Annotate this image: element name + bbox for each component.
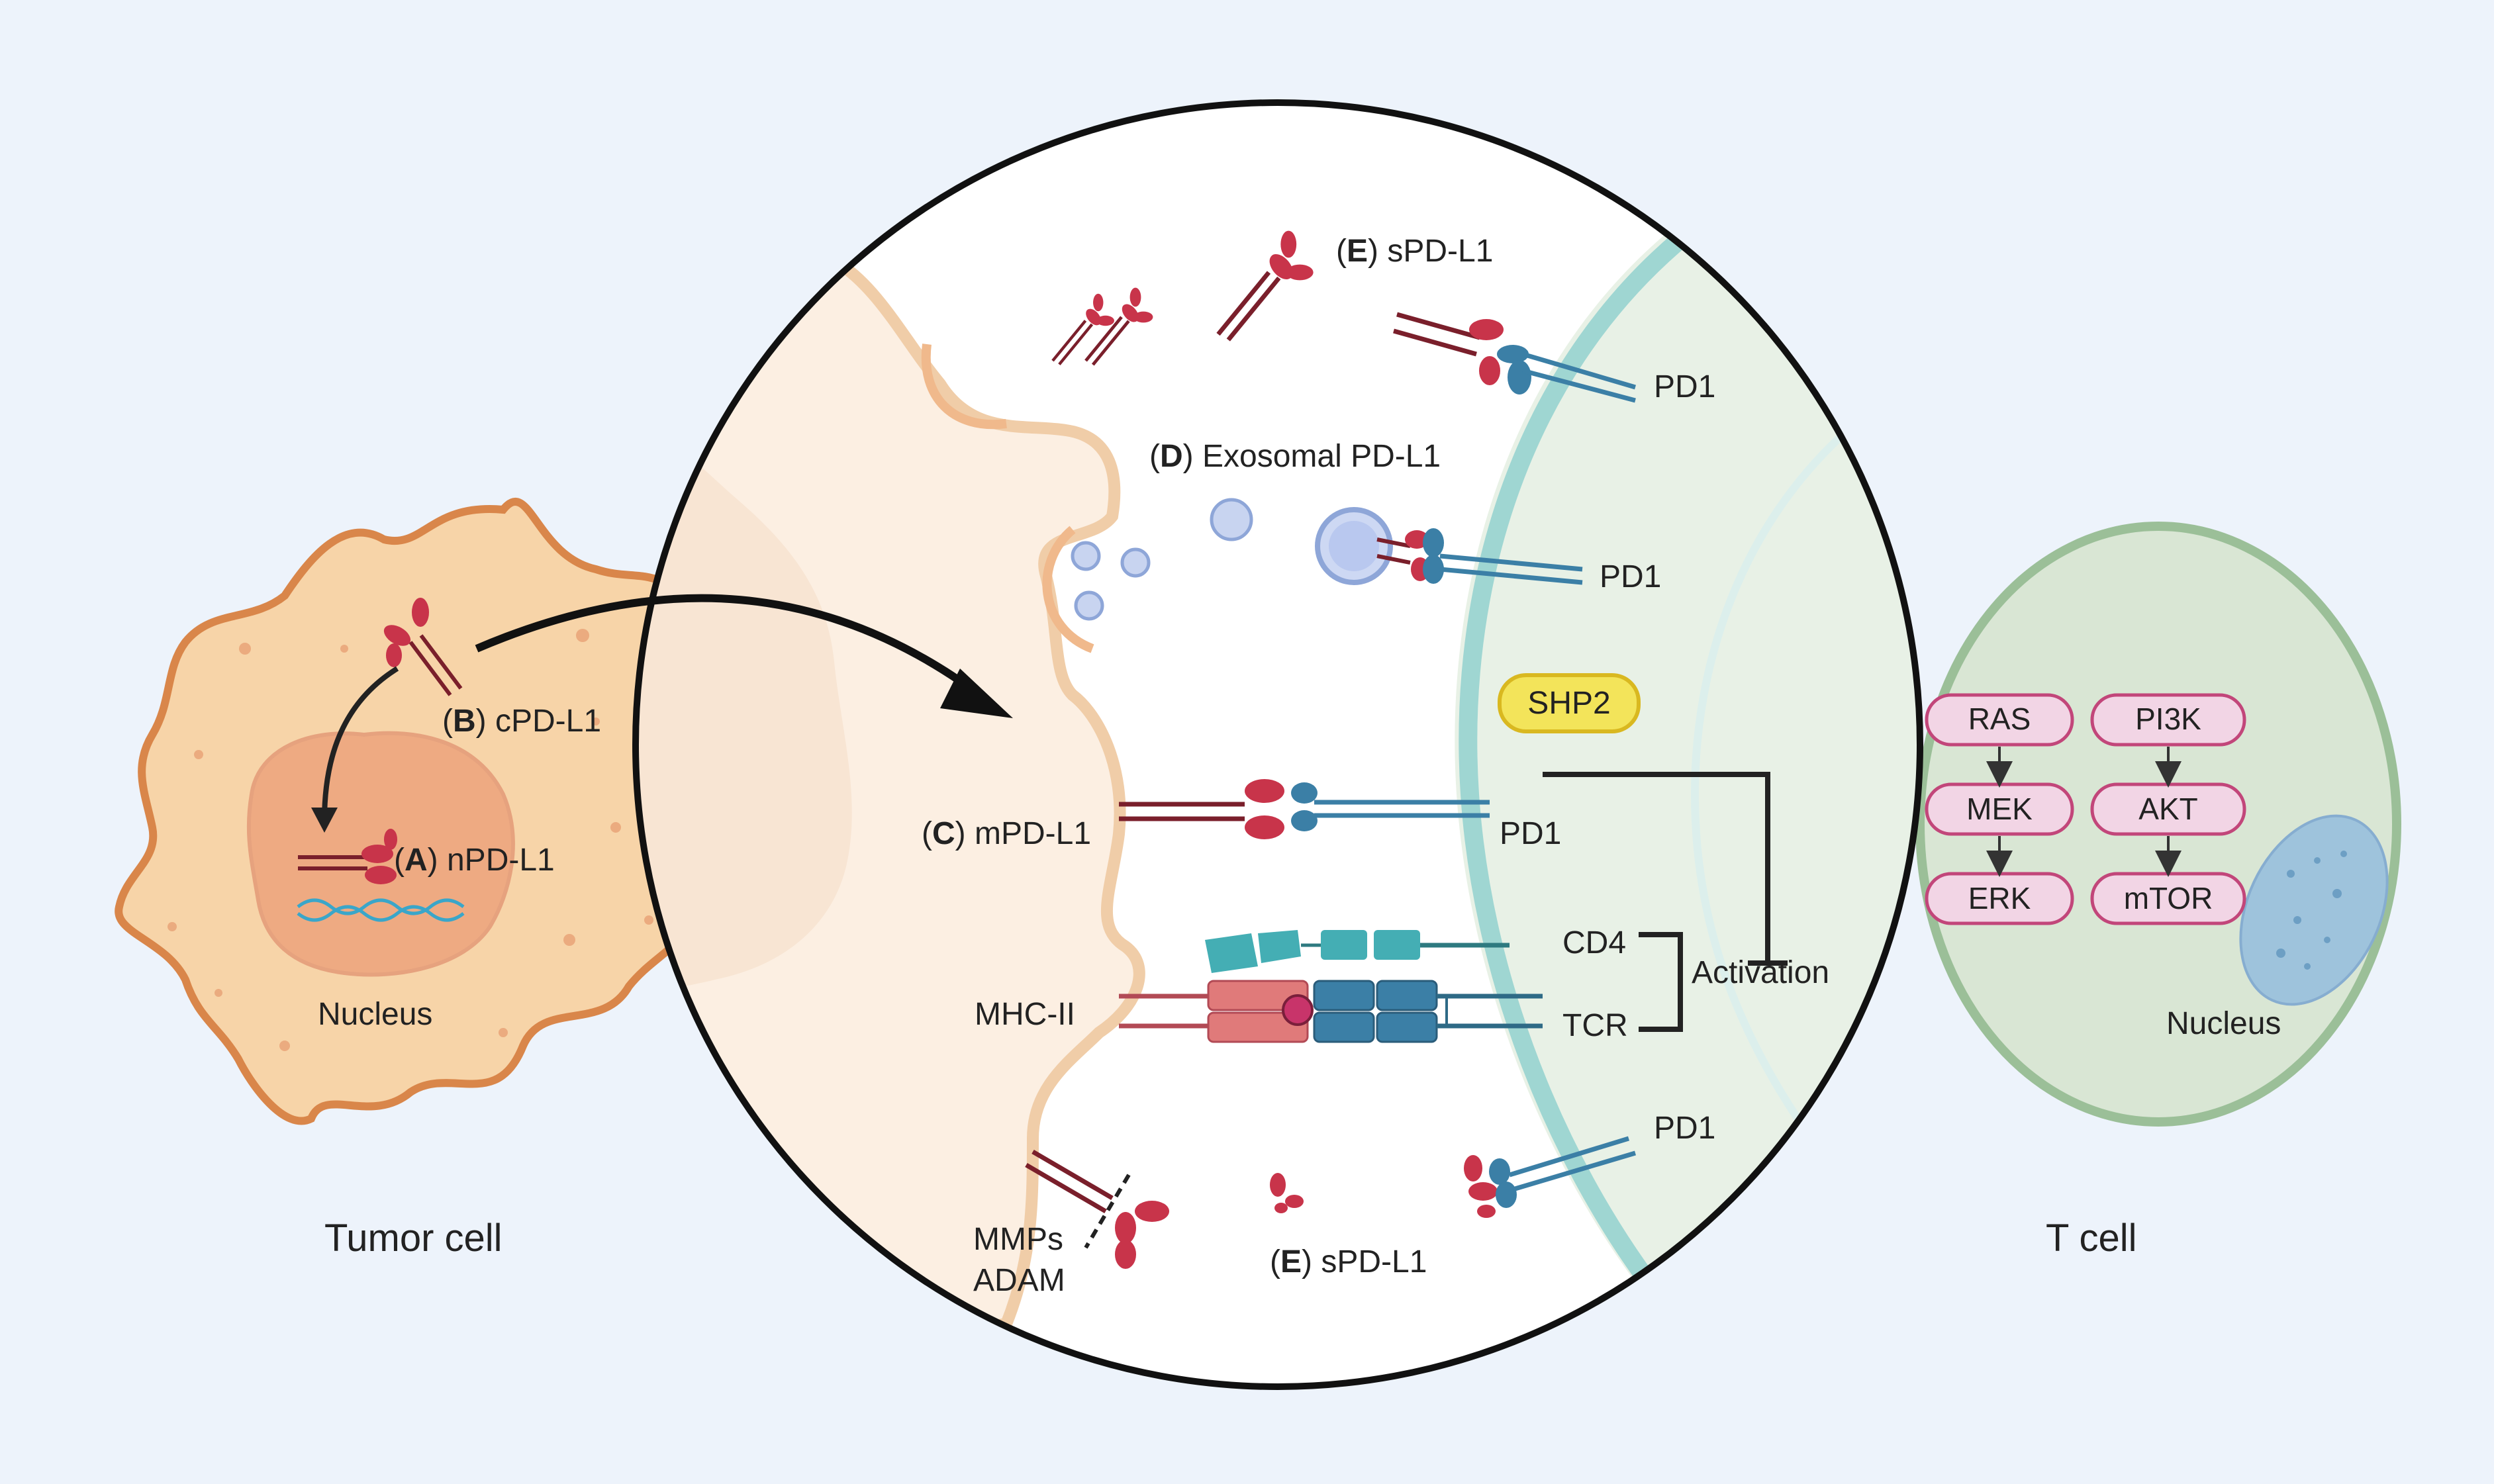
spdl1-top-label: (E) sPD-L1 xyxy=(1336,234,1493,269)
npdl1-label: (A) nPD-L1 xyxy=(394,843,555,878)
mpdl1-pd1-pair xyxy=(1119,779,1490,839)
exosomal-text: Exosomal PD-L1 xyxy=(1202,439,1441,474)
mmps-label: MMPs xyxy=(973,1222,1063,1257)
exosomal-letter: D xyxy=(1160,439,1183,474)
spdl1-bottom-fragments xyxy=(1270,1173,1304,1213)
pill-pi3k xyxy=(2090,693,2246,747)
tcell-nucleus-label: Nucleus xyxy=(2166,1006,2281,1041)
mhc2-label: MHC-II xyxy=(975,997,1075,1032)
spdl1-bottom-letter: E xyxy=(1280,1244,1302,1279)
mpdl1-letter: C xyxy=(932,816,955,851)
cd4-label: CD4 xyxy=(1562,925,1626,960)
cytoplasm-to-nucleus-arrow xyxy=(322,666,399,821)
shp2-label: SHP2 xyxy=(1527,686,1610,721)
spdl1-pd1-pair-bottom xyxy=(1464,1136,1636,1218)
akt-label: AKT xyxy=(2138,792,2197,826)
cd4-receptor xyxy=(1205,930,1510,973)
mpdl1-text: mPD-L1 xyxy=(975,816,1091,851)
pd1-label-4: PD1 xyxy=(1654,1111,1715,1146)
pd1-label-1: PD1 xyxy=(1654,369,1715,404)
activation-label: Activation xyxy=(1692,955,1829,990)
adam-label: ADAM xyxy=(973,1263,1065,1298)
activation-bracket xyxy=(1639,932,1683,1032)
inhibition-line xyxy=(1543,772,1770,963)
ras-label: RAS xyxy=(1968,702,2031,736)
dna-helix xyxy=(297,898,465,922)
spdl1-bottom-text: sPD-L1 xyxy=(1321,1244,1427,1279)
t-cell-label: T cell xyxy=(2046,1217,2137,1260)
spdl1-top-text: sPD-L1 xyxy=(1387,234,1493,269)
pi3k-pathway xyxy=(2090,693,2246,925)
cpdl1-molecule xyxy=(383,598,463,696)
tumor-nucleus-label: Nucleus xyxy=(318,997,432,1032)
npdl1-molecule xyxy=(298,829,397,884)
tcr-label: TCR xyxy=(1562,1008,1628,1043)
tcell-nucleus xyxy=(2239,814,2389,1006)
npdl1-letter: A xyxy=(405,843,428,878)
cleaved-pdl1 xyxy=(1025,1149,1169,1269)
cpdl1-letter: B xyxy=(453,704,476,739)
spdl1-pd1-pair-top xyxy=(1393,312,1636,403)
ras-pathway xyxy=(1925,693,2074,925)
zoom-arrow xyxy=(475,594,983,698)
pd1-label-2: PD1 xyxy=(1600,559,1661,594)
pill-ras xyxy=(1925,693,2074,747)
tumor-cell xyxy=(115,498,738,1125)
mpdl1-label: (C) mPD-L1 xyxy=(922,816,1091,851)
mhc2-tcr-complex xyxy=(1119,980,1543,1043)
exosomal-pd1-pair xyxy=(1376,528,1583,585)
pi3k-label: PI3K xyxy=(2135,702,2201,736)
shp2-badge xyxy=(1498,673,1641,733)
tumor-cell-label: Tumor cell xyxy=(324,1217,503,1260)
mek-label: MEK xyxy=(1966,792,2033,826)
cpdl1-text: cPD-L1 xyxy=(495,704,601,739)
spdl1-top-letter: E xyxy=(1347,234,1368,269)
cpdl1-label: (B) cPD-L1 xyxy=(442,704,601,739)
exosomal-label: (D) Exosomal PD-L1 xyxy=(1149,439,1441,474)
spdl1-bottom-label: (E) sPD-L1 xyxy=(1270,1244,1427,1279)
erk-label: ERK xyxy=(1968,881,2031,915)
npdl1-text: nPD-L1 xyxy=(447,843,555,878)
pd1-label-3: PD1 xyxy=(1500,816,1561,851)
mtor-label: mTOR xyxy=(2124,881,2213,915)
